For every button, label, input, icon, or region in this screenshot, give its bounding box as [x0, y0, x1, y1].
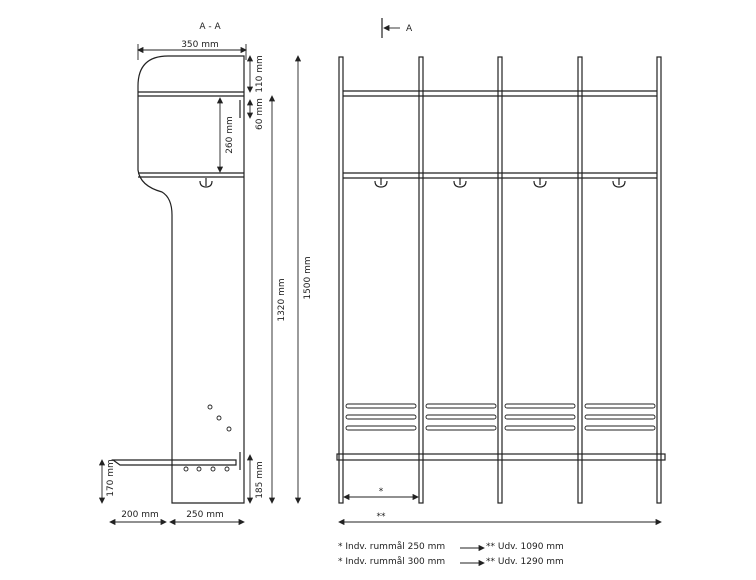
bench-hole — [183, 466, 189, 472]
legend-outer-1090: ** Udv. 1090 mm — [486, 542, 564, 552]
rack-slat — [425, 425, 497, 431]
post — [497, 56, 503, 504]
rack-slat — [345, 403, 417, 409]
rack-slat — [584, 403, 656, 409]
legend-outer-1290: ** Udv. 1290 mm — [486, 557, 564, 567]
coat-hook-icon — [612, 178, 626, 188]
coat-hook-icon — [453, 178, 467, 188]
legend-inner-300: * Indv. rummål 300 mm — [338, 557, 446, 567]
coat-hook-icon — [533, 178, 547, 188]
coat-hook-icon — [374, 178, 388, 188]
rack-hole — [207, 404, 213, 410]
inner-width-mark: * — [379, 487, 384, 497]
bench-front — [336, 453, 666, 461]
rack-slat — [584, 425, 656, 431]
bench-profile — [111, 459, 237, 466]
rack-hole — [226, 426, 232, 432]
bench-hole — [196, 466, 202, 472]
bench-hole — [210, 466, 216, 472]
section-marker-label: A — [406, 24, 413, 34]
bench-hole — [224, 466, 230, 472]
rack-slat — [584, 414, 656, 420]
foot-height-label: 185 mm — [255, 461, 265, 499]
post — [656, 56, 662, 504]
rack-slat — [504, 403, 576, 409]
section-title: A - A — [199, 22, 221, 32]
coat-hook-icon — [199, 178, 213, 188]
total-height-label: 1500 mm — [303, 256, 313, 299]
post — [418, 56, 424, 504]
side-panel-outline — [137, 55, 245, 504]
depth-label: 350 mm — [181, 40, 219, 50]
bench-height-label: 170 mm — [106, 459, 116, 497]
rack-slat — [504, 414, 576, 420]
rack-hole — [216, 415, 222, 421]
outer-width-mark: ** — [377, 512, 387, 522]
rack-slat — [425, 414, 497, 420]
legend-inner-250: * Indv. rummål 250 mm — [338, 542, 446, 552]
rack-slat — [425, 403, 497, 409]
post — [338, 56, 344, 504]
top-height-label: 110 mm — [255, 55, 265, 93]
bench-depth-label: 200 mm — [121, 510, 159, 520]
rack-slat — [345, 414, 417, 420]
rack-slat — [345, 425, 417, 431]
shoe-rack — [345, 403, 656, 431]
base-depth-label: 250 mm — [186, 510, 224, 520]
rail-height-label: 60 mm — [255, 98, 265, 130]
body-height-label: 1320 mm — [277, 278, 287, 321]
shelf-gap-label: 260 mm — [225, 116, 235, 154]
rack-slat — [504, 425, 576, 431]
front-view: A — [336, 18, 666, 567]
section-view: A - A 350 mm 110 mm 60 mm 260 mm — [98, 22, 313, 526]
post — [577, 56, 583, 504]
